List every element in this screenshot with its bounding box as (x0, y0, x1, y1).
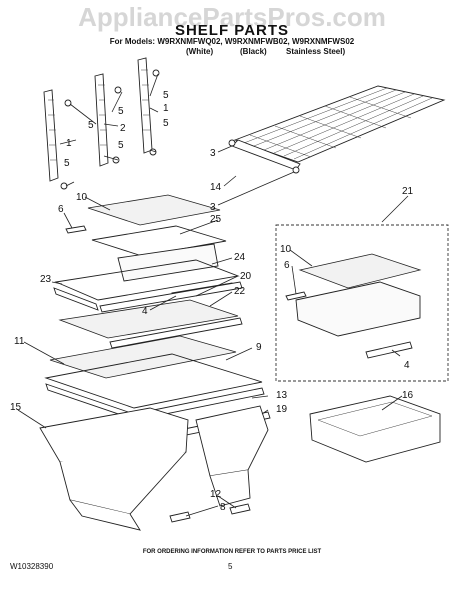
callout-12: 12 (210, 489, 222, 500)
callout-9: 9 (256, 342, 262, 353)
callout-24: 24 (234, 252, 246, 263)
callout-5: 5 (118, 140, 124, 151)
callout-1: 1 (66, 138, 72, 149)
leader-lines (17, 73, 409, 517)
crisper-drawer (39, 405, 269, 531)
callout-5: 5 (163, 90, 169, 101)
document-number: W10328390 (10, 562, 54, 571)
callout-labels: 5 1 5 5 2 5 5 1 5 3 14 3 10 6 25 21 24 2… (10, 90, 414, 513)
glass-shelf-upper (65, 194, 235, 299)
callout-14: 14 (210, 182, 222, 193)
callout-19: 19 (276, 404, 288, 415)
callout-16: 16 (402, 390, 414, 401)
callout-21: 21 (402, 186, 414, 197)
callout-5: 5 (88, 120, 94, 131)
shelf-rail-middle (94, 73, 122, 167)
callout-22: 22 (234, 286, 246, 297)
callout-11: 11 (14, 336, 25, 347)
glass-shelf-middle (53, 259, 243, 349)
callout-4: 4 (142, 306, 148, 317)
deli-drawer (309, 395, 441, 463)
callout-6: 6 (58, 204, 64, 215)
watermark: AppliancePartsPros.com (78, 2, 386, 32)
callout-2: 2 (120, 123, 126, 134)
callout-3: 3 (210, 148, 216, 159)
shelf-rail-left (43, 89, 72, 190)
callout-20: 20 (240, 271, 252, 282)
callout-8: 8 (220, 502, 226, 513)
callout-5: 5 (163, 118, 169, 129)
variant-stainless: Stainless Steel) (286, 47, 346, 56)
callout-15: 15 (10, 402, 22, 413)
ordering-info-note: FOR ORDERING INFORMATION REFER TO PARTS … (142, 549, 322, 555)
wire-shelf (228, 85, 446, 174)
page-number: 5 (228, 562, 233, 571)
callout-1: 1 (163, 103, 169, 114)
callout-6: 6 (284, 260, 290, 271)
callout-25: 25 (210, 214, 222, 225)
models-line: For Models: W9RXNMFWQ02, W9RXNMFWB02, W9… (109, 37, 355, 46)
callout-10: 10 (76, 192, 88, 203)
callout-10: 10 (280, 244, 292, 255)
variant-white: (White) (186, 47, 214, 56)
callout-4: 4 (404, 360, 410, 371)
deli-drawer-assembly-box (275, 224, 449, 382)
shelf-rail-right (137, 57, 160, 156)
page-title: SHELF PARTS (174, 22, 290, 39)
variant-black: (Black) (240, 47, 267, 56)
callout-3: 3 (210, 202, 216, 213)
callout-5: 5 (64, 158, 70, 169)
callout-13: 13 (276, 390, 288, 401)
callout-5: 5 (118, 106, 124, 117)
callout-23: 23 (40, 274, 52, 285)
